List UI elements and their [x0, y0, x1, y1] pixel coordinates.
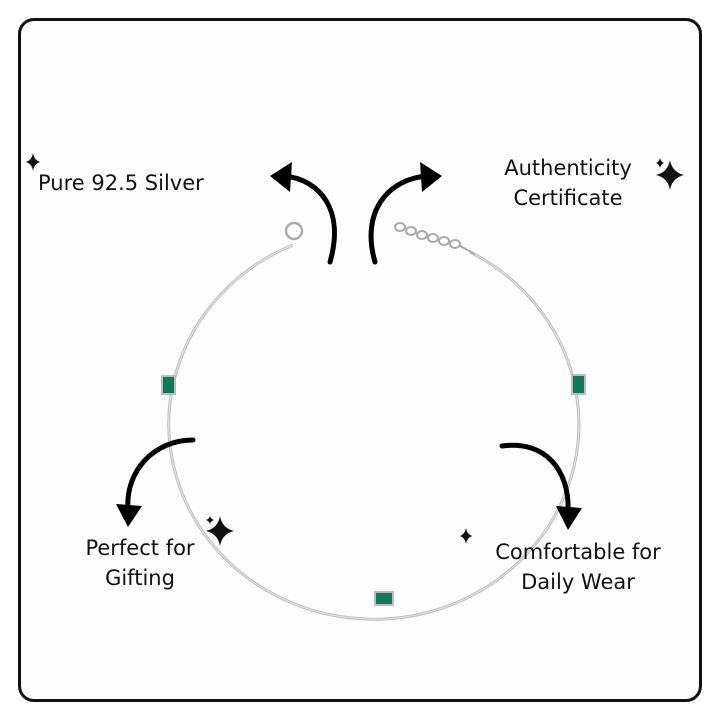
feature-frame	[18, 18, 702, 702]
feature-comfortable: Comfortable for Daily Wear	[468, 537, 688, 597]
gem-left	[161, 375, 176, 395]
feature-label: Pure 92.5 Silver	[38, 171, 204, 195]
gem-bottom	[374, 591, 394, 606]
arrow-bottom-left-icon	[125, 437, 196, 513]
arrow-bottom-right-icon	[499, 442, 571, 515]
feature-gifting: Perfect for Gifting	[40, 533, 240, 593]
gem-right	[571, 374, 586, 395]
feature-authenticity: Authenticity Certificate	[468, 153, 668, 213]
feature-label: Daily Wear	[521, 570, 635, 594]
feature-pure-silver: Pure 92.5 Silver	[38, 168, 204, 198]
feature-label: Comfortable for	[495, 540, 661, 564]
feature-label: Perfect for	[85, 536, 195, 560]
feature-label: Certificate	[513, 186, 623, 210]
feature-label: Gifting	[105, 566, 175, 590]
arrows	[125, 173, 571, 515]
arrow-top-left-icon	[282, 173, 337, 265]
feature-label: Authenticity	[504, 156, 632, 180]
gem-charms	[161, 374, 586, 606]
arrow-top-right-icon	[368, 173, 431, 265]
extender-chain	[394, 222, 476, 255]
clasp-icon	[284, 221, 304, 241]
sparkle-icons	[26, 153, 684, 546]
